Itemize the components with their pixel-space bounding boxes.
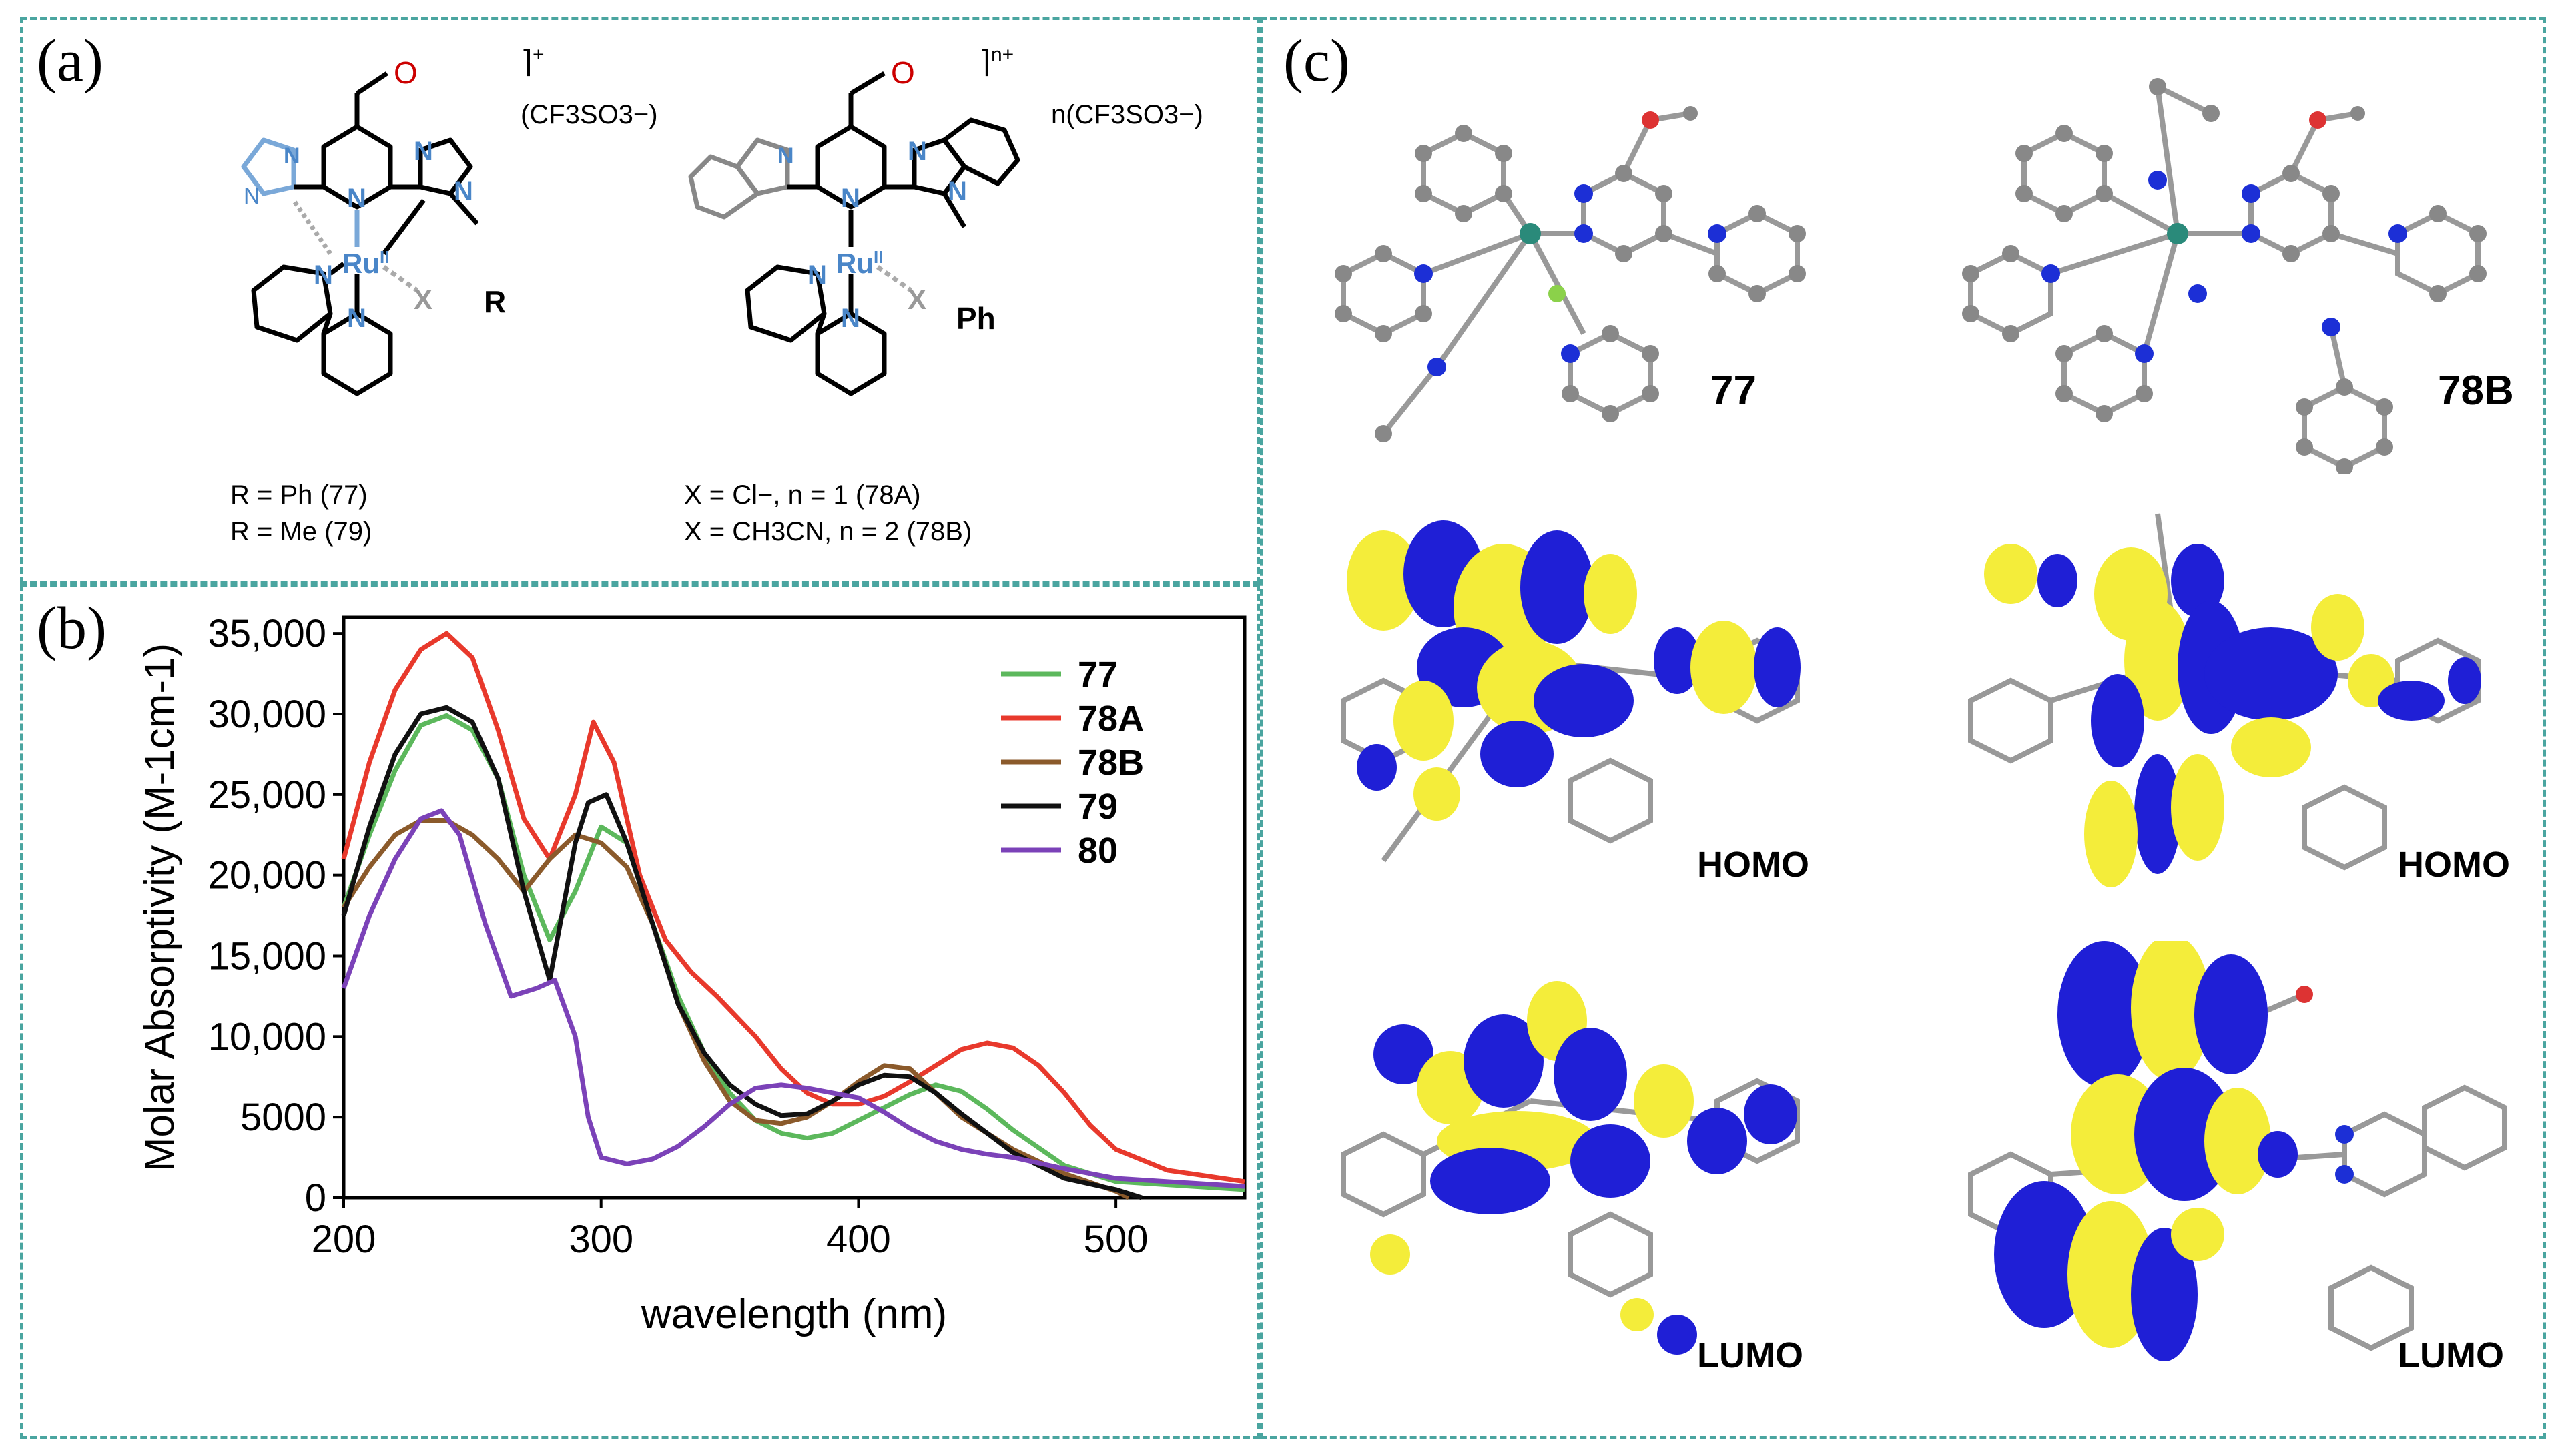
lumo-label-77: LUMO [1697,1335,1803,1375]
y-tick-label: 5000 [240,1096,326,1139]
lumo-orbital-78b [1968,941,2507,1361]
series-line-78A [341,631,1245,1184]
x-tick-label: 400 [826,1218,891,1261]
homo-orbital-77 [1341,520,1801,863]
series-line-79 [341,705,1143,1200]
legend-label-79: 79 [1078,787,1118,827]
counterion-left: (CF3SO3−) [521,100,658,129]
structure-78: O N N N N N N [688,55,1020,396]
svg-text:N: N [948,177,967,206]
structure-3d-77 [1335,106,1806,442]
svg-text:O: O [891,55,915,90]
x-label-left: X [414,284,433,315]
panel-c: (c) [1260,17,2546,1439]
svg-text:N: N [347,304,366,333]
y-tick-label: 15,000 [208,935,326,978]
caption-79: R = Me (79) [230,517,372,547]
caption-77: R = Ph (77) [230,480,368,510]
svg-text:N: N [347,184,366,213]
x-tick-label: 500 [1084,1218,1149,1261]
homo-label-78b: HOMO [2398,845,2510,885]
svg-text:N: N [777,143,794,169]
legend-label-80: 80 [1078,831,1118,871]
svg-text:N: N [314,260,333,290]
ph-label: Ph [956,301,996,336]
panel-c-label: (c) [1283,28,1350,94]
panel-b: (b) 0 5000 10,000 15,000 20,000 25,000 30,000 3… [20,584,1260,1439]
ru-ox-left: II [380,247,390,267]
lumo-orbital-77 [1341,981,1800,1355]
counterion-right: n(CF3SO3−) [1051,100,1203,129]
structure-77-79: O N N N N N N N [241,55,479,396]
series-line-80 [341,808,1245,1189]
structure-3d-78b [1962,78,2487,474]
y-axis-label: Molar Absorptivity (M-1cm-1) [137,643,183,1172]
legend-label-77: 77 [1078,655,1118,695]
ru-label-left: Ru [342,248,380,279]
lumo-label-78b: LUMO [2398,1335,2504,1375]
y-tick-label: 35,000 [208,612,326,655]
svg-text:N: N [841,304,860,333]
panel-b-label: (b) [37,595,107,661]
svg-text:N: N [244,184,260,209]
x-tick-label: 300 [569,1218,633,1261]
svg-text:N: N [414,137,433,166]
y-tick-label: 0 [305,1176,326,1220]
panel-a: (a) O N N [20,17,1260,584]
series-line-78B [342,818,1130,1200]
compound-label-77: 77 [1710,368,1756,414]
y-tick-label: 10,000 [208,1015,326,1058]
svg-text:N: N [454,177,473,206]
y-tick-label: 20,000 [208,854,326,897]
ru-label-right: Ru [836,248,874,279]
y-tick-label: 30,000 [208,693,326,736]
homo-orbital-78b [1968,513,2481,887]
r-label: R [484,284,507,319]
panel-a-label: (a) [37,28,103,94]
svg-text:O: O [394,55,418,90]
charge-left: ⌉+ [521,43,545,79]
x-tick-label: 200 [312,1218,376,1261]
compound-label-78b: 78B [2438,368,2514,414]
ru-ox-right: II [874,247,884,267]
legend-label-78B: 78B [1078,743,1144,783]
svg-text:N: N [841,184,860,213]
svg-text:N: N [908,137,927,166]
svg-text:N: N [808,260,827,290]
charge-right: ⌉n+ [979,43,1014,79]
homo-label-77: HOMO [1697,845,1809,885]
legend-label-78A: 78A [1078,699,1144,739]
absorption-chart: 0 5000 10,000 15,000 20,000 25,000 30,000 35,00… [137,612,1247,1337]
x-axis-label: wavelength (nm) [641,1291,947,1337]
series-line-77 [341,713,1245,1192]
x-label-right: X [908,284,927,315]
caption-78a: X = Cl−, n = 1 (78A) [684,480,921,510]
caption-78b: X = CH3CN, n = 2 (78B) [684,517,972,547]
svg-text:N: N [284,143,300,169]
y-tick-label: 25,000 [208,773,326,817]
